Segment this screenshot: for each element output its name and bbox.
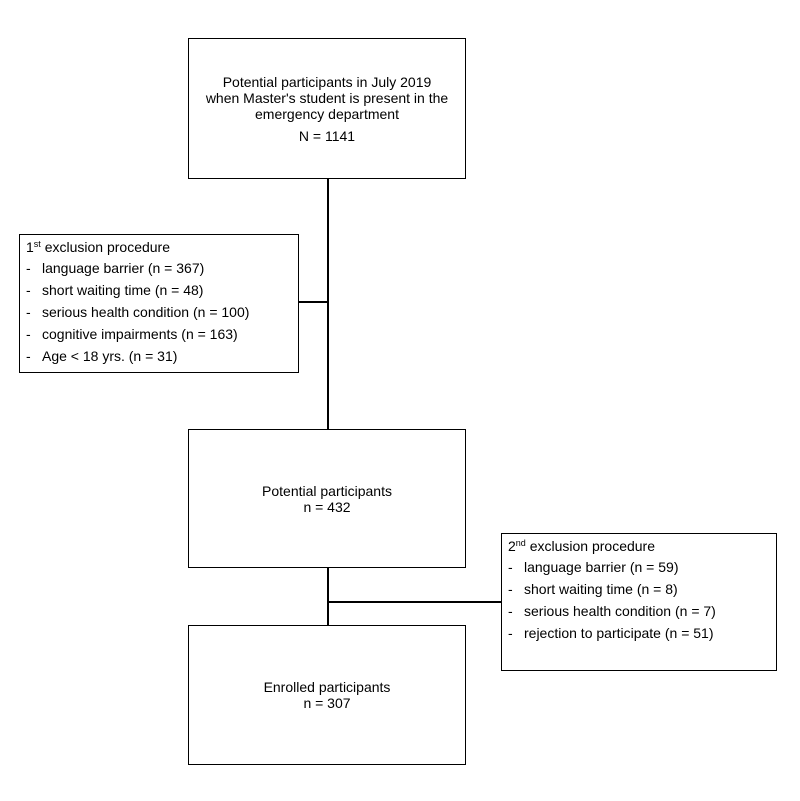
top-box: Potential participants in July 2019 when… bbox=[188, 38, 466, 179]
exclusion-2-item: -serious health condition (n = 7) bbox=[508, 603, 716, 619]
exclusion-2-title: 2nd exclusion procedure bbox=[508, 538, 655, 554]
bottom-box-label: Enrolled participants bbox=[263, 679, 391, 695]
exclusion-1-item: -language barrier (n = 367) bbox=[26, 260, 205, 276]
bottom-box: Enrolled participants n = 307 bbox=[188, 625, 466, 765]
top-box-line2: when Master's student is present in the bbox=[205, 89, 449, 106]
connector-middle-to-bottom bbox=[327, 567, 329, 625]
exclusion-1-item: -serious health condition (n = 100) bbox=[26, 304, 250, 320]
middle-box-count: n = 432 bbox=[303, 498, 351, 515]
top-box-count: N = 1141 bbox=[298, 127, 356, 144]
exclusion-2-item: -rejection to participate (n = 51) bbox=[508, 625, 714, 641]
top-box-line3: emergency department bbox=[255, 105, 399, 122]
exclusion-box-1: 1st exclusion procedure -language barrie… bbox=[19, 234, 299, 373]
top-box-line1: Potential participants in July 2019 bbox=[222, 73, 432, 90]
connector-branch-exclusion1 bbox=[298, 301, 328, 303]
middle-box: Potential participants n = 432 bbox=[188, 429, 466, 568]
exclusion-2-item: -short waiting time (n = 8) bbox=[508, 581, 678, 597]
connector-top-to-middle bbox=[327, 178, 329, 430]
exclusion-1-item: -cognitive impairments (n = 163) bbox=[26, 326, 238, 342]
exclusion-2-item: -language barrier (n = 59) bbox=[508, 559, 679, 575]
exclusion-1-item: -Age < 18 yrs. (n = 31) bbox=[26, 348, 178, 364]
middle-box-label: Potential participants bbox=[262, 482, 392, 499]
exclusion-1-item: -short waiting time (n = 48) bbox=[26, 282, 204, 298]
connector-branch-exclusion2 bbox=[327, 601, 502, 603]
bottom-box-count: n = 307 bbox=[303, 695, 351, 711]
exclusion-box-2: 2nd exclusion procedure -language barrie… bbox=[501, 533, 777, 671]
exclusion-1-title: 1st exclusion procedure bbox=[26, 239, 170, 255]
